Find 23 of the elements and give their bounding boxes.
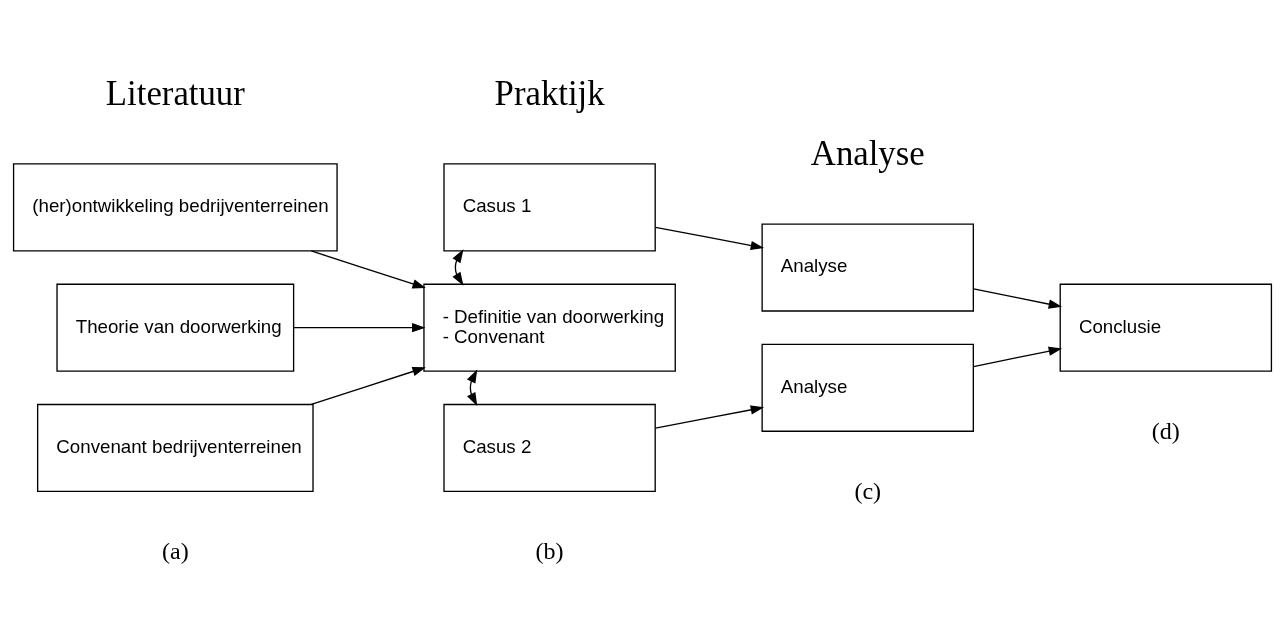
node-box: Conclusie: [1059, 283, 1273, 372]
node-box: Casus 2: [443, 403, 656, 493]
label: Analyse: [810, 134, 925, 174]
node-box: - Definitie van doorwerking - Convenant: [423, 283, 676, 372]
label: (c): [854, 478, 882, 505]
label: Literatuur: [105, 73, 245, 113]
node-box: Casus 1: [443, 163, 656, 252]
arrow: [310, 250, 426, 289]
arrow: [972, 346, 1063, 368]
label: (b): [535, 538, 564, 565]
arrow: [310, 366, 426, 406]
arrow: [654, 405, 765, 429]
label: (a): [161, 538, 189, 565]
label: (d): [1151, 418, 1180, 445]
arrow: [972, 288, 1063, 309]
node-box: Analyse: [761, 343, 974, 432]
node-box: Analyse: [761, 223, 974, 312]
arrow: [293, 323, 426, 333]
node-box: Convenant bedrijventerreinen: [37, 403, 314, 493]
node-box: (her)ontwikkeling bedrijventerreinen: [12, 163, 338, 252]
arrow: [654, 226, 765, 251]
node-box: Theorie van doorwerking: [56, 283, 295, 372]
label: Praktijk: [494, 73, 605, 113]
